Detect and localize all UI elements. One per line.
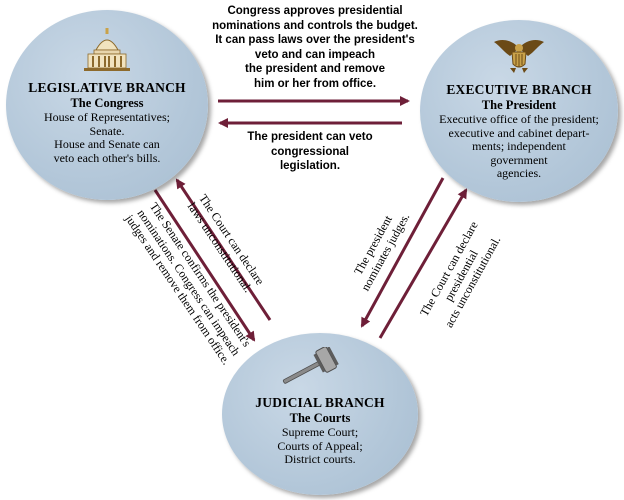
check-line: congressional [271,145,349,158]
gavel-icon [282,347,339,384]
executive-subtitle: The President [481,98,557,112]
arrow-leg-to-jud [153,189,256,342]
legislative-desc-line: House and Senate can [54,137,160,151]
executive-branch-circle: EXECUTIVE BRANCH The President Executive… [420,20,618,202]
check-line: the president and remove [245,63,385,75]
judicial-desc-line: Supreme Court; [281,425,359,439]
capitol-dome-icon [84,28,130,71]
legislative-description: House of Representatives; Senate. House … [6,110,208,165]
judicial-subtitle: The Courts [289,411,351,425]
check-label-exe-to-leg: The president can veto congressional leg… [220,130,400,174]
executive-desc-line: ments; independent [472,139,566,153]
judicial-desc-line: Courts of Appeal; [277,438,363,453]
check-label-leg-to-exe: Congress approves presidential nominatio… [200,4,430,91]
legislative-desc-line: veto each other's bills. [53,150,161,165]
judicial-desc-line: District courts. [284,452,356,466]
check-line: legislation. [279,160,341,172]
executive-description: Executive office of the president; execu… [420,112,618,181]
executive-desc-line: agencies. [496,166,542,180]
judicial-description: Supreme Court; Courts of Appeal; Distric… [222,425,418,467]
arrow-exe-to-jud [360,177,445,328]
legislative-subtitle: The Congress [70,96,144,110]
executive-desc-line: Executive office of the president; [439,112,599,126]
check-line: The president can veto [247,131,373,143]
check-line: him or her from office. [253,77,377,90]
check-line: Congress approves presidential [227,5,403,17]
legislative-desc-line: Senate. [89,123,125,138]
check-line: veto and can impeach [254,48,376,61]
legislative-branch-circle: LEGISLATIVE BRANCH The Congress House of… [6,10,208,200]
judicial-branch-circle: JUDICIAL BRANCH The Courts Supreme Court… [222,333,418,495]
executive-title: EXECUTIVE BRANCH [446,82,592,97]
executive-desc-line: government [490,152,548,167]
check-line: It can pass laws over the president's [215,34,415,46]
arrow-jud-to-leg [175,178,272,321]
judicial-title: JUDICIAL BRANCH [255,395,385,410]
check-line: nominations and controls the budget. [212,19,418,32]
eagle-seal-icon [494,40,544,73]
legislative-title: LEGISLATIVE BRANCH [28,80,186,95]
arrow-jud-to-exe [378,188,468,339]
legislative-desc-line: House of Representatives; [44,110,170,124]
executive-desc-line: executive and cabinet depart- [448,125,590,140]
